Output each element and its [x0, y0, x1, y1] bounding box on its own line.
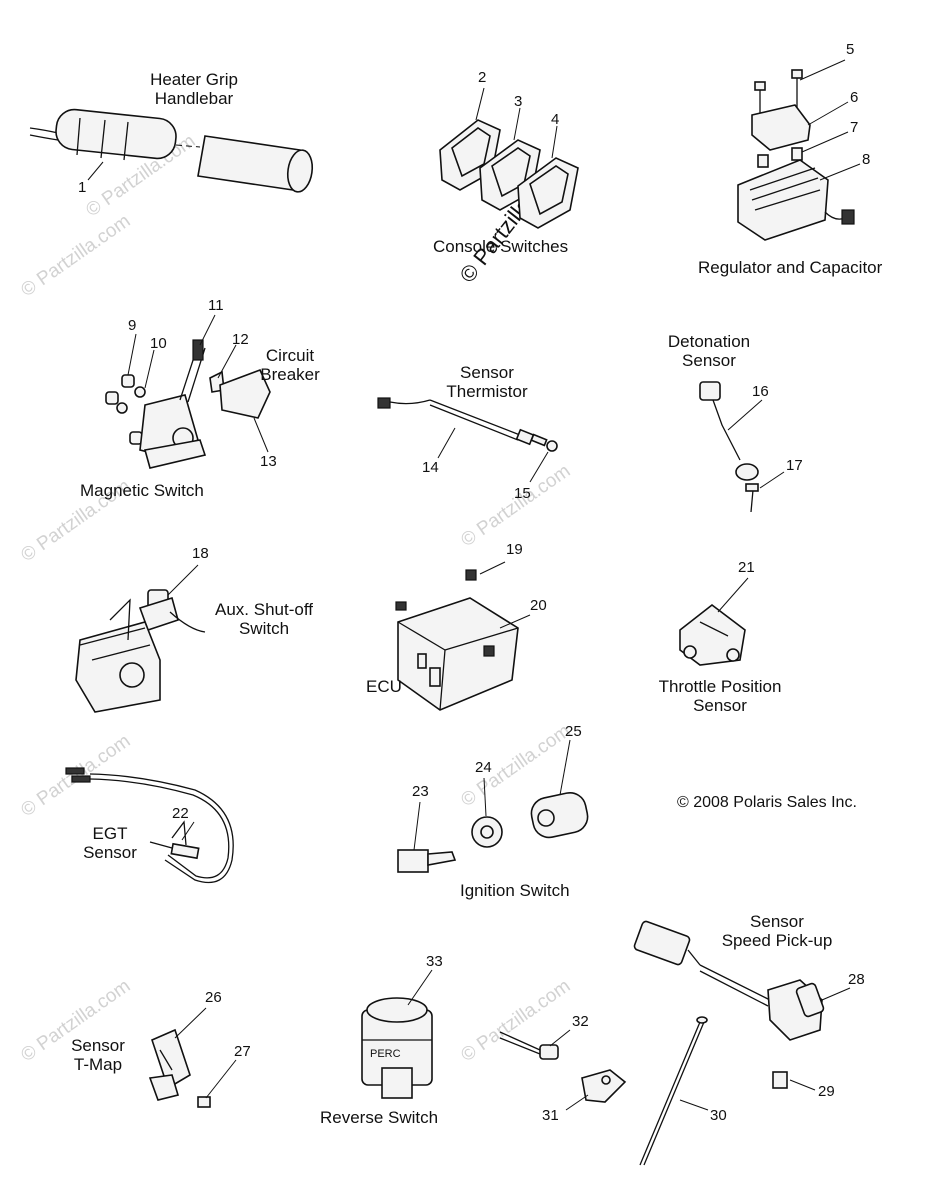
regulator-parts — [737, 59, 861, 241]
ignition-switch-label: Ignition Switch — [460, 881, 570, 900]
ignition-switch-parts — [397, 739, 589, 873]
reverse-switch-label: Reverse Switch — [320, 1108, 439, 1127]
aux-shutoff-text: Aux. Shut-off Switch — [215, 600, 313, 638]
callout-16: 16 — [752, 383, 769, 400]
callout-11: 11 — [208, 297, 224, 314]
regulator-label: Regulator and Capacitor — [698, 258, 883, 277]
egt-sensor-text: EGT Sensor — [83, 824, 137, 862]
callout-4: 4 — [551, 111, 560, 128]
egt-sensor-parts — [65, 767, 234, 884]
throttle-position-text: Throttle Position Sensor — [658, 677, 782, 715]
callout-29: 29 — [818, 1083, 835, 1100]
tmap-text: Sensor T-Map — [71, 1036, 125, 1074]
thermistor-parts — [377, 397, 558, 483]
callout-14: 14 — [422, 459, 439, 476]
callout-5: 5 — [846, 41, 855, 58]
callout-28: 28 — [848, 971, 865, 988]
callout-27: 27 — [234, 1043, 251, 1060]
bracket-parts — [499, 1029, 627, 1111]
callout-22: 22 — [172, 805, 189, 822]
sensor-thermistor-text: Sensor Thermistor — [446, 363, 528, 401]
callout-1: 1 — [78, 179, 87, 196]
circuit-breaker-text: Circuit Breaker — [260, 346, 320, 384]
heater-grip-label: Heater Grip Handlebar — [150, 70, 238, 108]
callout-19: 19 — [506, 541, 523, 558]
reverse-switch-parts — [361, 969, 433, 1099]
perc-mark: PERC — [370, 1048, 401, 1060]
callout-18: 18 — [192, 545, 209, 562]
callout-26: 26 — [205, 989, 222, 1006]
tmap-label: Sensor T-Map — [71, 1036, 125, 1074]
detonation-sensor-text: Detonation Sensor — [667, 332, 751, 370]
throttle-position-label: Throttle Position Sensor — [659, 677, 782, 715]
callout-23: 23 — [412, 783, 429, 800]
callout-17: 17 — [786, 457, 803, 474]
callout-6: 6 — [850, 89, 859, 106]
callout-21: 21 — [738, 559, 755, 576]
callout-8: 8 — [862, 151, 871, 168]
callout-9: 9 — [128, 317, 137, 334]
circuit-breaker-label: Circuit Breaker — [260, 346, 320, 384]
callout-20: 20 — [530, 597, 547, 614]
callout-12: 12 — [232, 331, 249, 348]
speed-pickup-parts — [633, 920, 851, 1166]
callout-3: 3 — [514, 93, 523, 110]
ecu-label: ECU — [366, 677, 402, 696]
callout-13: 13 — [260, 453, 277, 470]
heater-grip-text: Heater Grip Handlebar — [150, 70, 238, 108]
callout-31: 31 — [542, 1107, 559, 1124]
callout-10: 10 — [150, 335, 167, 352]
tmap-sensor-parts — [148, 1007, 237, 1108]
ecu-parts — [395, 561, 531, 711]
callout-7: 7 — [850, 119, 859, 136]
callout-15: 15 — [514, 485, 531, 502]
copyright-note: © 2008 Polaris Sales Inc. — [677, 794, 857, 811]
aux-shutoff-label: Aux. Shut-off Switch — [215, 600, 313, 638]
callout-25: 25 — [565, 723, 582, 740]
console-switch-parts — [439, 87, 579, 229]
magnetic-switch-label: Magnetic Switch — [80, 481, 204, 500]
speed-pickup-text: Sensor Speed Pick-up — [721, 912, 833, 950]
heater-grip-part — [29, 108, 314, 193]
speed-pickup-label: Sensor Speed Pick-up — [722, 912, 833, 950]
callout-24: 24 — [475, 759, 492, 776]
sensor-thermistor-label: Sensor Thermistor — [446, 363, 527, 401]
callout-30: 30 — [710, 1107, 727, 1124]
callout-2: 2 — [478, 69, 487, 86]
detonation-sensor-parts — [699, 381, 785, 513]
callout-32: 32 — [572, 1013, 589, 1030]
aux-shutoff-parts — [75, 564, 206, 713]
tps-parts — [679, 577, 749, 666]
egt-sensor-label: EGT Sensor — [83, 824, 137, 862]
console-switches-label: Console Switches — [433, 237, 569, 256]
magnetic-switch-parts — [105, 314, 271, 469]
detonation-sensor-label: Detonation Sensor — [668, 332, 750, 370]
callout-33: 33 — [426, 953, 443, 970]
